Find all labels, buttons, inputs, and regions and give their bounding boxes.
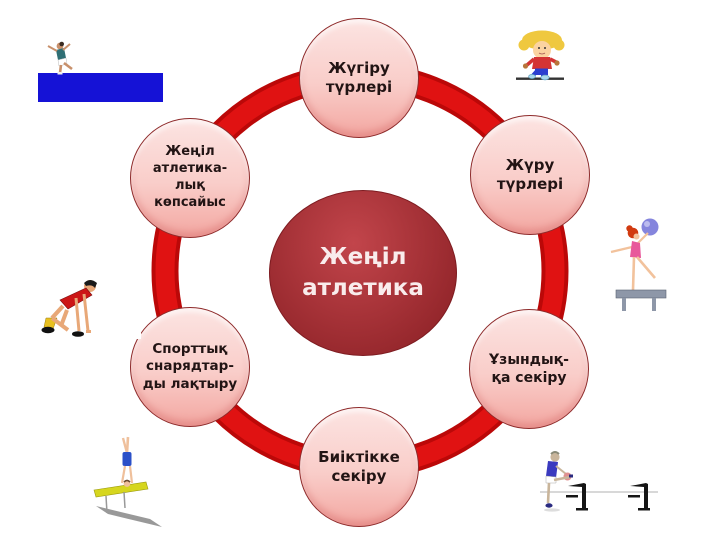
node-throwing-events-label: Спорттық снарядтар- ды лақтыру bbox=[142, 340, 238, 392]
center-node-label: Жеңіл атлетика bbox=[302, 243, 424, 301]
node-long-jump-label: Ұзындық- қа секіру bbox=[489, 351, 569, 386]
node-combined-events: Жеңіл атлетика- лық көпсайыс bbox=[130, 118, 250, 238]
node-throwing-events: Спорттық снарядтар- ды лақтыру bbox=[130, 307, 250, 427]
node-walking-types-label: Жүру түрлері bbox=[496, 155, 564, 194]
node-running-types: Жүгіру түрлері bbox=[299, 18, 419, 138]
node-high-jump-label: Биіктікке секіру bbox=[318, 447, 400, 486]
center-node-athletics: Жеңіл атлетика bbox=[269, 190, 457, 356]
node-running-types-label: Жүгіру түрлері bbox=[325, 58, 393, 97]
node-high-jump: Биіктікке секіру bbox=[299, 407, 419, 527]
node-combined-events-label: Жеңіл атлетика- лық көпсайыс bbox=[152, 144, 228, 210]
node-long-jump: Ұзындық- қа секіру bbox=[469, 309, 589, 429]
node-walking-types: Жүру түрлері bbox=[470, 115, 590, 235]
